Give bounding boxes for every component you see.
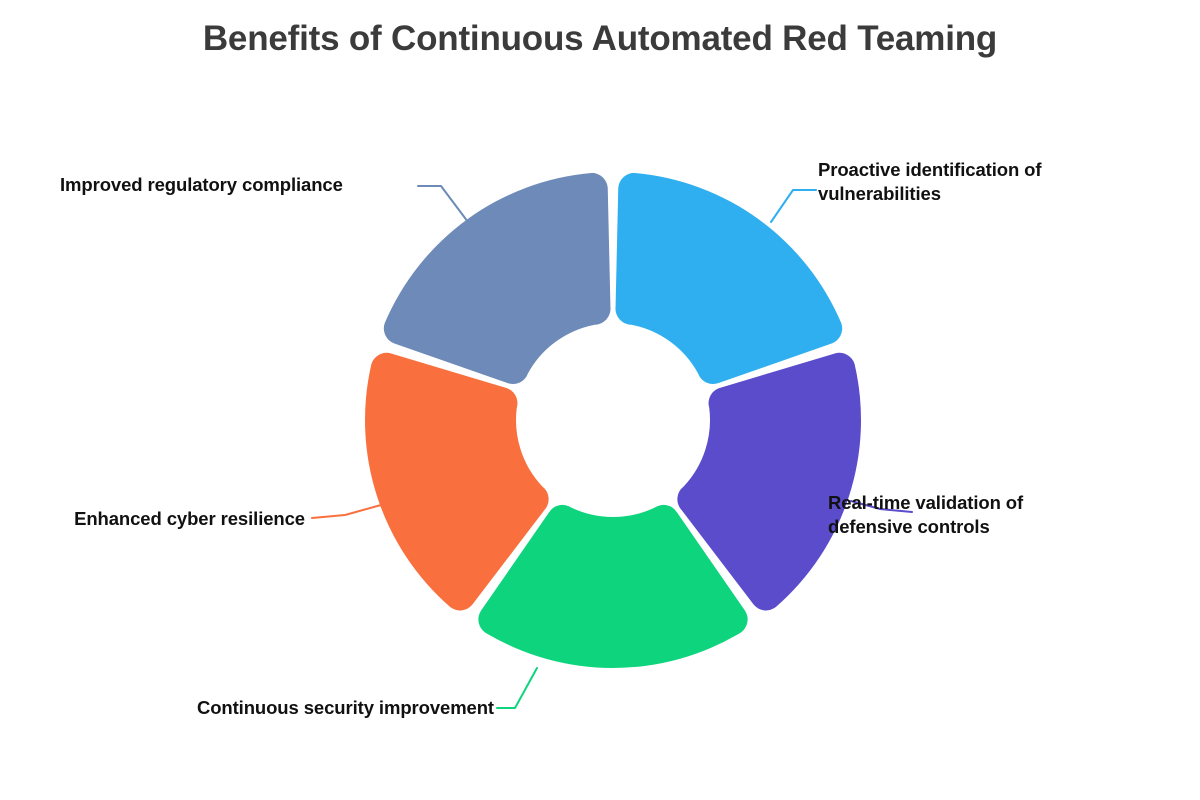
segment-label-proactive[interactable]: Proactive identification of vulnerabilit…	[818, 158, 1108, 207]
segment-label-improved-line1: Improved regulatory compliance	[60, 174, 343, 195]
segment-label-realtime-line1: Real-time validation of	[828, 492, 1024, 513]
donut-segment-enhanced[interactable]	[365, 352, 549, 611]
segment-label-enhanced-line1: Enhanced cyber resilience	[74, 508, 305, 529]
segment-label-realtime[interactable]: Real-time validation of defensive contro…	[828, 491, 1128, 540]
segment-label-proactive-line1: Proactive identification of	[818, 159, 1042, 180]
donut-segment-improved[interactable]	[383, 172, 611, 385]
donut-segment-proactive[interactable]	[615, 172, 843, 385]
segment-label-improved[interactable]: Improved regulatory compliance	[60, 173, 410, 197]
donut-segment-realtime[interactable]	[677, 352, 861, 611]
segment-label-continuous-line1: Continuous security improvement	[196, 697, 494, 718]
leader-line-enhanced	[311, 504, 382, 519]
leader-line-realtime	[850, 500, 913, 513]
page-title: Benefits of Continuous Automated Red Tea…	[202, 19, 998, 58]
leader-line-group	[311, 185, 913, 709]
donut-segment-group	[365, 172, 861, 668]
donut-segment-continuous[interactable]	[478, 504, 748, 668]
segment-label-realtime-line2: defensive controls	[828, 516, 990, 538]
segment-label-enhanced[interactable]: Enhanced cyber resilience	[30, 507, 305, 531]
segment-label-proactive-line2: vulnerabilities	[818, 183, 941, 205]
segment-label-continuous[interactable]: Continuous security improvement	[134, 696, 494, 720]
leader-line-continuous	[496, 667, 538, 709]
leader-line-improved	[417, 185, 469, 223]
leader-line-proactive	[770, 189, 817, 223]
